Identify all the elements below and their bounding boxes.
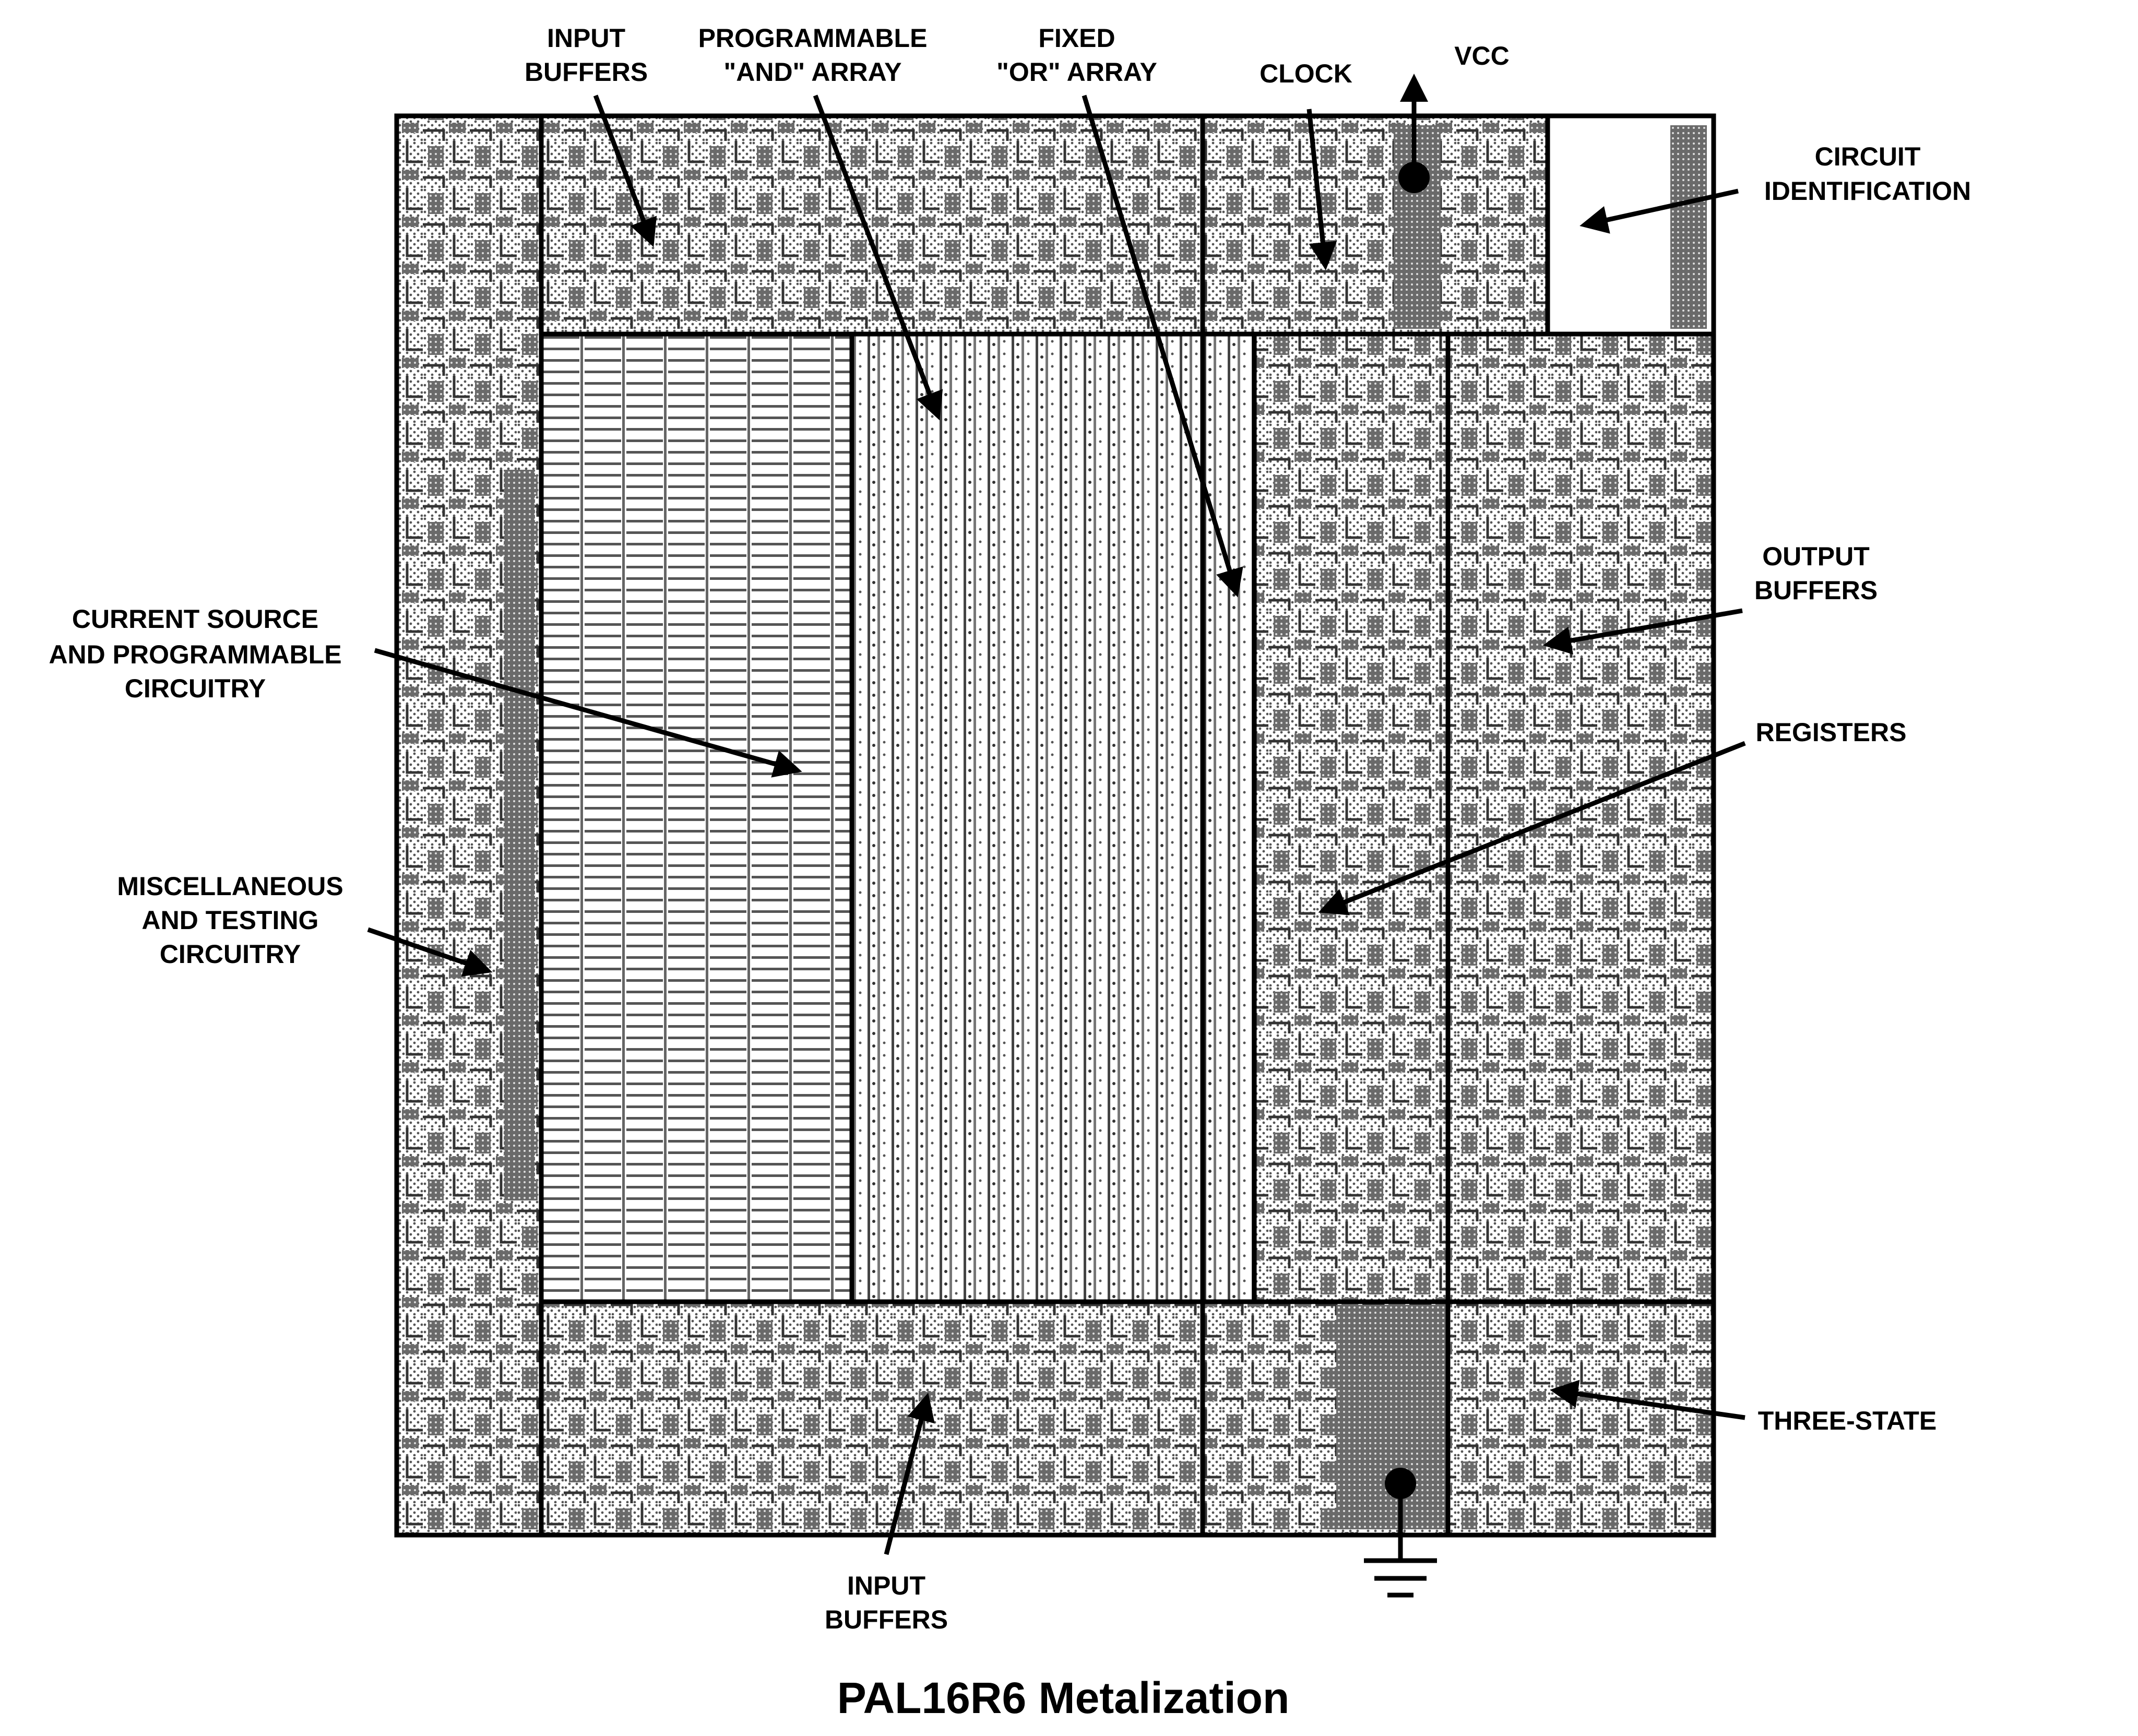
- input-buffers-bottom-region: [541, 1302, 1203, 1535]
- label-vcc: VCC: [1454, 41, 1510, 70]
- arrow-clock: [1306, 109, 1337, 270]
- label-input-buffers-bottom: INPUT: [847, 1571, 925, 1600]
- label-misc: CIRCUITRY: [160, 940, 301, 969]
- arrow-registers: [1318, 741, 1746, 915]
- callout-arrows: [367, 94, 1746, 1555]
- die-outline: [394, 113, 1716, 1538]
- circuit-id-border: [1670, 125, 1707, 329]
- label-misc: AND TESTING: [142, 906, 319, 935]
- arrow-input-buffers-bottom: [884, 1393, 935, 1555]
- die: [394, 113, 1716, 1538]
- label-output-buffers: BUFFERS: [1754, 576, 1878, 605]
- label-and-array: "AND" ARRAY: [724, 57, 902, 87]
- arrow-or-array: [1082, 94, 1243, 598]
- label-misc: MISCELLANEOUS: [117, 872, 343, 901]
- region-dividers: [539, 116, 1714, 1535]
- label-input-buffers-bottom: BUFFERS: [825, 1605, 948, 1634]
- label-three-state: THREE-STATE: [1758, 1406, 1937, 1435]
- or-array-region: [1203, 334, 1254, 1302]
- label-current-source: CURRENT SOURCE: [72, 604, 318, 634]
- and-array-region: [852, 334, 1203, 1302]
- label-input-buffers-top: BUFFERS: [525, 57, 648, 87]
- clock-vcc-region: [1203, 116, 1548, 334]
- arrow-misc: [367, 927, 493, 977]
- vcc-metal: [1394, 125, 1441, 329]
- vcc-pad: [1398, 74, 1430, 193]
- label-clock: CLOCK: [1260, 59, 1352, 88]
- label-output-buffers: OUTPUT: [1762, 542, 1870, 571]
- arrow-input-buffers-top: [593, 94, 657, 247]
- three-state-region: [1448, 1302, 1714, 1535]
- misc-metal-bus: [504, 470, 535, 1200]
- input-buffers-top-region: [541, 116, 1203, 334]
- ground-icon: [1364, 1468, 1437, 1598]
- labels: INPUT BUFFERS PROGRAMMABLE "AND" ARRAY F…: [49, 23, 1971, 1722]
- figure-title: PAL16R6 Metalization: [837, 1673, 1290, 1722]
- label-circuit-id: IDENTIFICATION: [1764, 176, 1971, 206]
- label-circuit-id: CIRCUIT: [1815, 142, 1921, 171]
- current-source-region: [541, 334, 852, 1302]
- label-and-array: PROGRAMMABLE: [698, 23, 928, 53]
- registers-region: [1254, 334, 1448, 1302]
- output-buffers-region: [1448, 334, 1714, 1302]
- arrow-output-buffers: [1543, 608, 1743, 655]
- arrow-current-source: [374, 648, 802, 778]
- label-or-array: FIXED: [1038, 23, 1115, 53]
- arrow-three-state: [1550, 1380, 1745, 1420]
- label-or-array: "OR" ARRAY: [996, 57, 1157, 87]
- arrow-circuit-id: [1579, 188, 1739, 234]
- label-current-source: CIRCUITRY: [125, 674, 266, 703]
- label-current-source: AND PROGRAMMABLE: [49, 640, 341, 669]
- label-registers: REGISTERS: [1756, 718, 1907, 747]
- arrow-and-array: [813, 94, 943, 421]
- label-input-buffers-top: INPUT: [547, 23, 625, 53]
